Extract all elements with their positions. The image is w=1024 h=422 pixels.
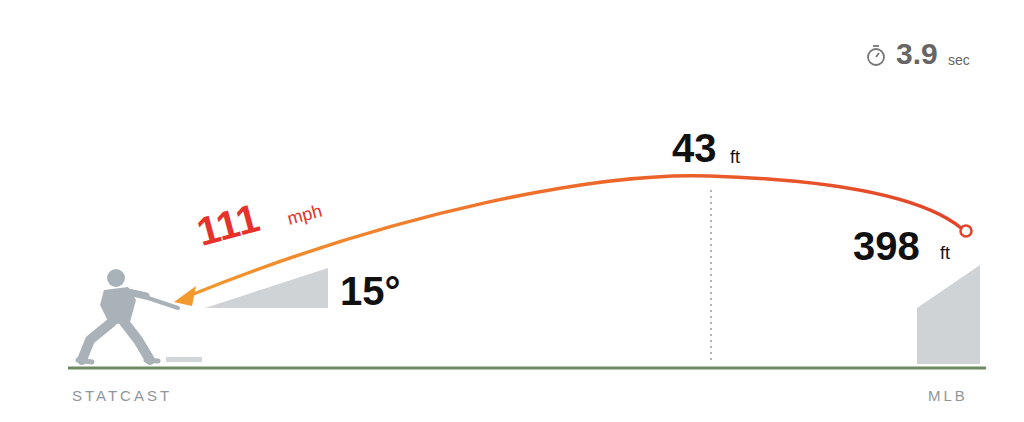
- landing-point: [961, 226, 972, 237]
- source-label: STATCAST: [72, 388, 172, 403]
- apex-height-unit: ft: [730, 148, 740, 166]
- exit-velocity-value: 111: [193, 197, 264, 252]
- apex-line: [710, 190, 712, 364]
- outfield-wall: [917, 265, 980, 364]
- exit-velocity-unit: mph: [285, 202, 323, 228]
- batter-silhouette: [78, 269, 178, 362]
- ground-line: [68, 367, 986, 370]
- apex-height-value: 43: [672, 128, 717, 168]
- league-label: MLB: [928, 388, 968, 403]
- hang-time-value: 3.9: [896, 39, 938, 69]
- trajectory-arc: [186, 176, 961, 297]
- distance-unit: ft: [940, 244, 950, 262]
- stopwatch-icon: [868, 46, 884, 65]
- launch-angle-value: 15°: [340, 271, 401, 311]
- distance-value: 398: [853, 226, 920, 266]
- arrowhead: [174, 286, 196, 306]
- launch-angle-wedge: [205, 268, 328, 308]
- home-plate: [166, 357, 202, 362]
- hang-time-unit: sec: [948, 53, 970, 67]
